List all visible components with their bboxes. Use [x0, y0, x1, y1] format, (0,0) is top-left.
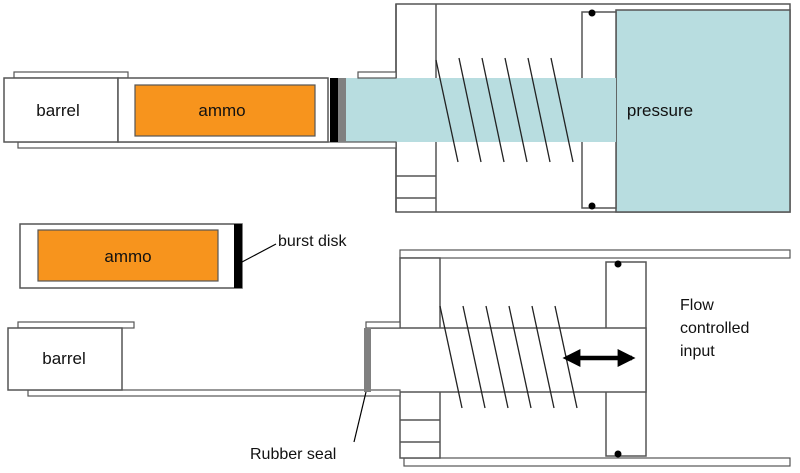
top-pressure-chamber [615, 9, 791, 213]
bottom-coupling-rim [365, 321, 401, 329]
bottom-barrel-upper-rim [17, 321, 135, 329]
flow-label-line-2: controlled [680, 320, 749, 337]
bottom-cylinder-top-rim [399, 249, 791, 259]
top-assembly: barrel ammo pressure [3, 3, 791, 213]
loose-ammo [37, 229, 219, 282]
top-coupling-rim [357, 71, 397, 79]
burst-disk-leader-line [241, 243, 277, 263]
top-pressure-passage [346, 78, 616, 142]
bottom-assembly: barrel Rubber seal Flow controlled input [7, 249, 791, 467]
rubber-seal-leader-line [353, 391, 367, 443]
bottom-barrel-lower-rim [27, 389, 401, 397]
bottom-barrel [7, 327, 123, 391]
bottom-rubber-seal [364, 328, 371, 392]
top-spring [435, 57, 574, 163]
top-burst-disk [330, 78, 338, 142]
top-barrel-label: barrel [36, 101, 79, 120]
bottom-cylinder-bottom-rim [403, 457, 791, 467]
bottom-barrel-label: barrel [42, 349, 85, 368]
flow-label-line-1: Flow [680, 297, 714, 314]
top-barrel-upper-rim [13, 71, 129, 79]
flow-label-line-3: input [680, 343, 715, 360]
top-rubber-seal [338, 78, 346, 142]
rubber-seal-label: Rubber seal [250, 446, 336, 463]
top-barrel [3, 77, 119, 143]
bottom-piston-seal-lower [614, 450, 622, 458]
loose-burst-disk [234, 224, 242, 288]
loose-ammo-label: ammo [104, 247, 151, 266]
bottom-spring [439, 305, 578, 409]
loose-cartridge: ammo burst disk [19, 223, 347, 289]
top-piston-seal-upper [588, 9, 596, 17]
top-ammo [134, 84, 316, 137]
bottom-piston-seal-upper [614, 260, 622, 268]
top-piston-seal-lower [588, 202, 596, 210]
pressure-label: pressure [627, 101, 693, 120]
burst-disk-label: burst disk [278, 233, 347, 250]
top-ammo-label: ammo [198, 101, 245, 120]
top-barrel-lower-rim [17, 141, 397, 149]
